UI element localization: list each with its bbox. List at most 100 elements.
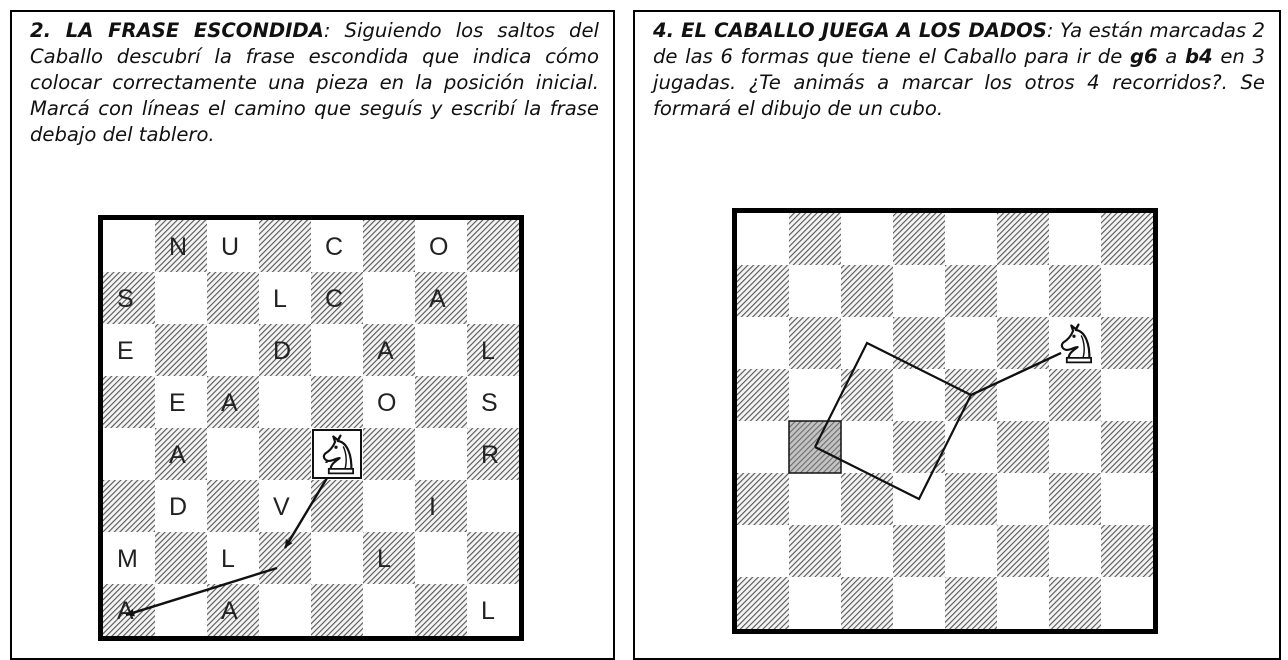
board-square[interactable] — [207, 376, 259, 428]
board-square[interactable] — [259, 480, 311, 532]
board-square[interactable] — [415, 480, 467, 532]
board-square[interactable] — [1049, 265, 1101, 317]
board-square[interactable] — [737, 317, 789, 369]
board-square[interactable] — [1101, 473, 1153, 525]
board-square[interactable] — [737, 577, 789, 629]
board-square[interactable] — [155, 428, 207, 480]
board-square[interactable] — [893, 421, 945, 473]
board-square[interactable] — [259, 220, 311, 272]
board-square[interactable] — [363, 220, 415, 272]
board-square[interactable] — [841, 421, 893, 473]
board-square[interactable] — [1049, 213, 1101, 265]
board-square[interactable] — [363, 532, 415, 584]
board-square[interactable] — [103, 584, 155, 636]
board-square[interactable] — [1101, 577, 1153, 629]
board-square[interactable] — [311, 220, 363, 272]
board-square[interactable] — [737, 421, 789, 473]
board-square[interactable] — [363, 376, 415, 428]
board-square[interactable] — [311, 584, 363, 636]
board-square[interactable] — [415, 428, 467, 480]
board-square[interactable] — [467, 532, 519, 584]
board-square[interactable] — [997, 317, 1049, 369]
board-square[interactable] — [1049, 421, 1101, 473]
board-square[interactable] — [789, 213, 841, 265]
board-square[interactable] — [415, 324, 467, 376]
board-square[interactable] — [737, 369, 789, 421]
board-square[interactable] — [207, 324, 259, 376]
board-square[interactable] — [155, 376, 207, 428]
board-square[interactable] — [259, 272, 311, 324]
board-square[interactable] — [311, 272, 363, 324]
board-square[interactable] — [945, 265, 997, 317]
board-square[interactable] — [415, 220, 467, 272]
board-square[interactable] — [1101, 369, 1153, 421]
board-square[interactable] — [103, 480, 155, 532]
board-square[interactable] — [893, 213, 945, 265]
board-square[interactable] — [893, 317, 945, 369]
board-square[interactable] — [103, 428, 155, 480]
board-square[interactable] — [841, 265, 893, 317]
board-square[interactable] — [363, 324, 415, 376]
board-square[interactable] — [207, 220, 259, 272]
board-square[interactable] — [363, 584, 415, 636]
board-square[interactable] — [841, 525, 893, 577]
board-square[interactable] — [945, 577, 997, 629]
board-square[interactable] — [415, 532, 467, 584]
board-square[interactable] — [467, 272, 519, 324]
board-square[interactable] — [207, 584, 259, 636]
board-square[interactable] — [789, 577, 841, 629]
board-square[interactable] — [997, 213, 1049, 265]
board-square[interactable] — [103, 376, 155, 428]
board-square[interactable] — [841, 213, 893, 265]
board-square[interactable] — [945, 473, 997, 525]
knight-dice-chessboard[interactable] — [732, 208, 1158, 634]
board-square[interactable] — [893, 265, 945, 317]
board-square[interactable] — [1049, 525, 1101, 577]
board-square[interactable] — [311, 532, 363, 584]
board-square[interactable] — [945, 317, 997, 369]
board-square[interactable] — [467, 480, 519, 532]
board-square[interactable] — [259, 532, 311, 584]
board-square[interactable] — [737, 473, 789, 525]
board-square[interactable] — [415, 272, 467, 324]
board-square[interactable] — [1101, 265, 1153, 317]
board-square[interactable] — [467, 324, 519, 376]
board-square[interactable] — [841, 577, 893, 629]
board-square[interactable] — [467, 428, 519, 480]
board-square[interactable] — [259, 428, 311, 480]
board-square[interactable] — [997, 577, 1049, 629]
board-square[interactable] — [997, 265, 1049, 317]
board-square[interactable] — [363, 272, 415, 324]
board-square[interactable] — [363, 480, 415, 532]
board-square[interactable] — [103, 272, 155, 324]
board-square[interactable] — [893, 577, 945, 629]
board-square[interactable] — [737, 525, 789, 577]
board-square[interactable] — [363, 428, 415, 480]
board-square[interactable] — [311, 324, 363, 376]
board-square[interactable] — [1101, 525, 1153, 577]
board-square[interactable] — [467, 584, 519, 636]
board-square[interactable] — [207, 272, 259, 324]
board-square[interactable] — [103, 220, 155, 272]
board-square[interactable] — [155, 220, 207, 272]
board-square[interactable] — [155, 272, 207, 324]
board-square[interactable] — [415, 584, 467, 636]
board-square[interactable] — [415, 376, 467, 428]
board-square[interactable] — [1049, 473, 1101, 525]
board-square[interactable] — [789, 525, 841, 577]
board-square[interactable] — [789, 317, 841, 369]
hidden-phrase-chessboard[interactable]: NUCOSLCAEDALEAOSAARDVIMLLAAL — [98, 215, 524, 641]
board-square[interactable] — [893, 369, 945, 421]
board-square[interactable] — [945, 421, 997, 473]
board-square[interactable] — [945, 213, 997, 265]
board-square[interactable] — [945, 525, 997, 577]
board-square[interactable] — [789, 265, 841, 317]
board-square[interactable] — [997, 369, 1049, 421]
board-square[interactable] — [789, 369, 841, 421]
board-square[interactable] — [841, 369, 893, 421]
board-square[interactable] — [893, 525, 945, 577]
board-square[interactable] — [467, 220, 519, 272]
board-square[interactable] — [155, 480, 207, 532]
board-square[interactable] — [259, 324, 311, 376]
board-square[interactable] — [1101, 213, 1153, 265]
